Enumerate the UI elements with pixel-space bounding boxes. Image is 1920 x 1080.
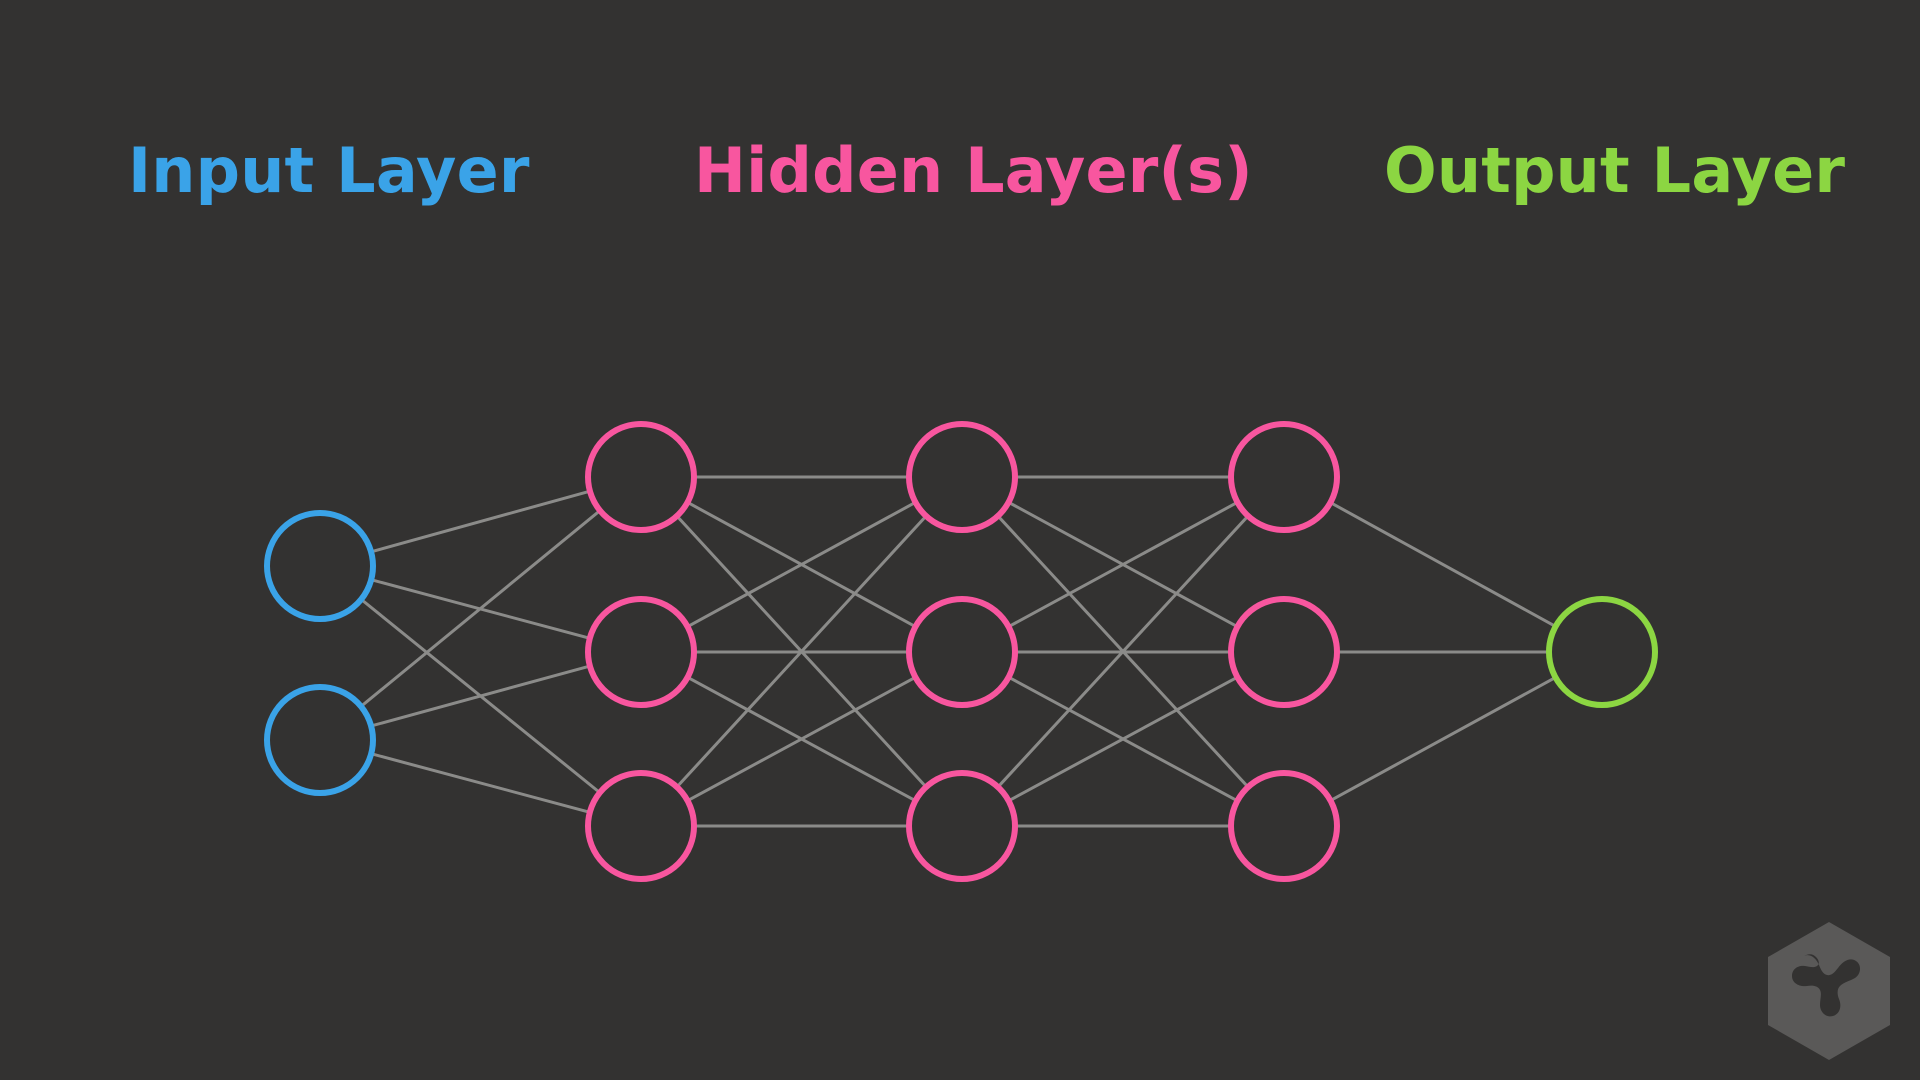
output-layer-label: Output Layer — [1384, 134, 1846, 207]
connection-edge — [686, 500, 917, 629]
input-node[interactable] — [264, 684, 376, 796]
connection-edge — [1328, 501, 1558, 628]
hidden-node[interactable] — [585, 770, 697, 882]
hidden-node[interactable] — [906, 596, 1018, 708]
input-layer-label: Input Layer — [128, 134, 530, 207]
connection-edge — [369, 664, 592, 728]
output-node[interactable] — [1546, 596, 1658, 708]
connection-edge — [369, 752, 592, 814]
connection-edge — [1328, 675, 1558, 803]
edges-group — [359, 475, 1558, 828]
hidden-node[interactable] — [1228, 770, 1340, 882]
hidden-layer-label: Hidden Layer(s) — [694, 134, 1253, 207]
hidden-node[interactable] — [585, 421, 697, 533]
splatter-glyph — [1792, 954, 1861, 1017]
hidden-node[interactable] — [1228, 596, 1340, 708]
hidden-node[interactable] — [585, 596, 697, 708]
connection-edge — [369, 489, 592, 554]
hidden-node[interactable] — [906, 421, 1018, 533]
input-node[interactable] — [264, 510, 376, 622]
connection-edge — [675, 514, 928, 789]
hidden-node[interactable] — [1228, 421, 1340, 533]
brand-watermark-icon — [1768, 922, 1890, 1060]
hidden-node[interactable] — [906, 770, 1018, 882]
connection-edge — [359, 509, 602, 708]
connection-edge — [996, 514, 1250, 789]
connection-edge — [686, 675, 917, 803]
connection-edge — [1007, 500, 1239, 629]
nodes-group — [264, 421, 1658, 882]
connection-edge — [1007, 675, 1239, 803]
